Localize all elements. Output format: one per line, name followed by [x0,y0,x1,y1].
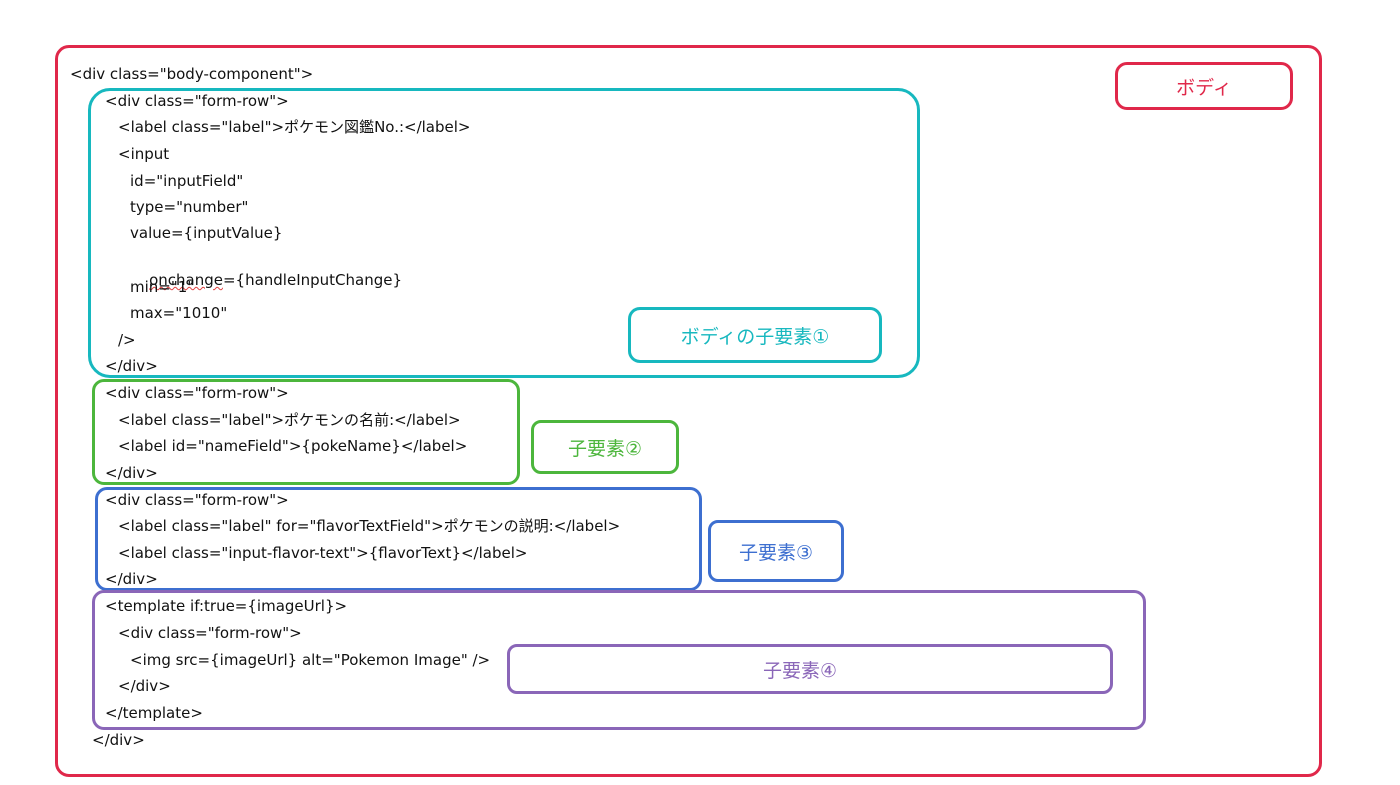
child1-label: ボディの子要素① [628,307,882,363]
code-line: value={inputValue} [130,224,283,242]
child3-box [95,487,702,591]
child2-box [92,379,520,485]
code-token-onchange: onchange [149,271,223,289]
code-line: <div class="form-row"> [105,384,289,402]
code-line: max="1010" [130,304,228,322]
code-line: </template> [105,704,203,722]
body-label: ボディ [1115,62,1293,110]
code-line: <label id="nameField">{pokeName}</label> [118,437,468,455]
child1-box [88,88,920,378]
code-line: <label class="input-flavor-text">{flavor… [118,544,528,562]
code-line: </div> [105,464,158,482]
code-line: <div class="form-row"> [118,624,302,642]
child4-label: 子要素④ [507,644,1113,694]
code-line: <div class="body-component"> [70,65,314,83]
body-label-text: ボディ [1176,76,1232,99]
code-line: onchange={handleInputChange} [130,250,402,310]
child1-label-text: ボディの子要素① [680,325,830,348]
code-line: </div> [92,731,145,749]
code-line: <label class="label">ポケモン図鑑No.:</label> [118,118,471,136]
child3-label-text: 子要素③ [738,541,814,564]
child2-label-text: 子要素② [567,437,643,460]
code-line: </div> [105,357,158,375]
code-line: <input [118,145,170,163]
body-component-box [55,45,1322,777]
code-line: <div class="form-row"> [105,92,289,110]
child4-label-text: 子要素④ [762,659,838,682]
code-line: <img src={imageUrl} alt="Pokemon Image" … [130,651,491,669]
code-line: /> [118,331,136,349]
code-line: id="inputField" [130,172,244,190]
child4-box [92,590,1146,730]
code-line: </div> [118,677,171,695]
code-line: <div class="form-row"> [105,491,289,509]
code-line: min="1" [130,278,195,296]
child2-label: 子要素② [531,420,679,474]
code-line: </div> [105,570,158,588]
code-line: <label class="label" for="flavorTextFiel… [118,517,621,535]
code-line: type="number" [130,198,249,216]
code-line: <template if:true={imageUrl}> [105,597,348,615]
code-token-handler: ={handleInputChange} [222,271,403,289]
child3-label: 子要素③ [708,520,844,582]
code-line: <label class="label">ポケモンの名前:</label> [118,411,461,429]
